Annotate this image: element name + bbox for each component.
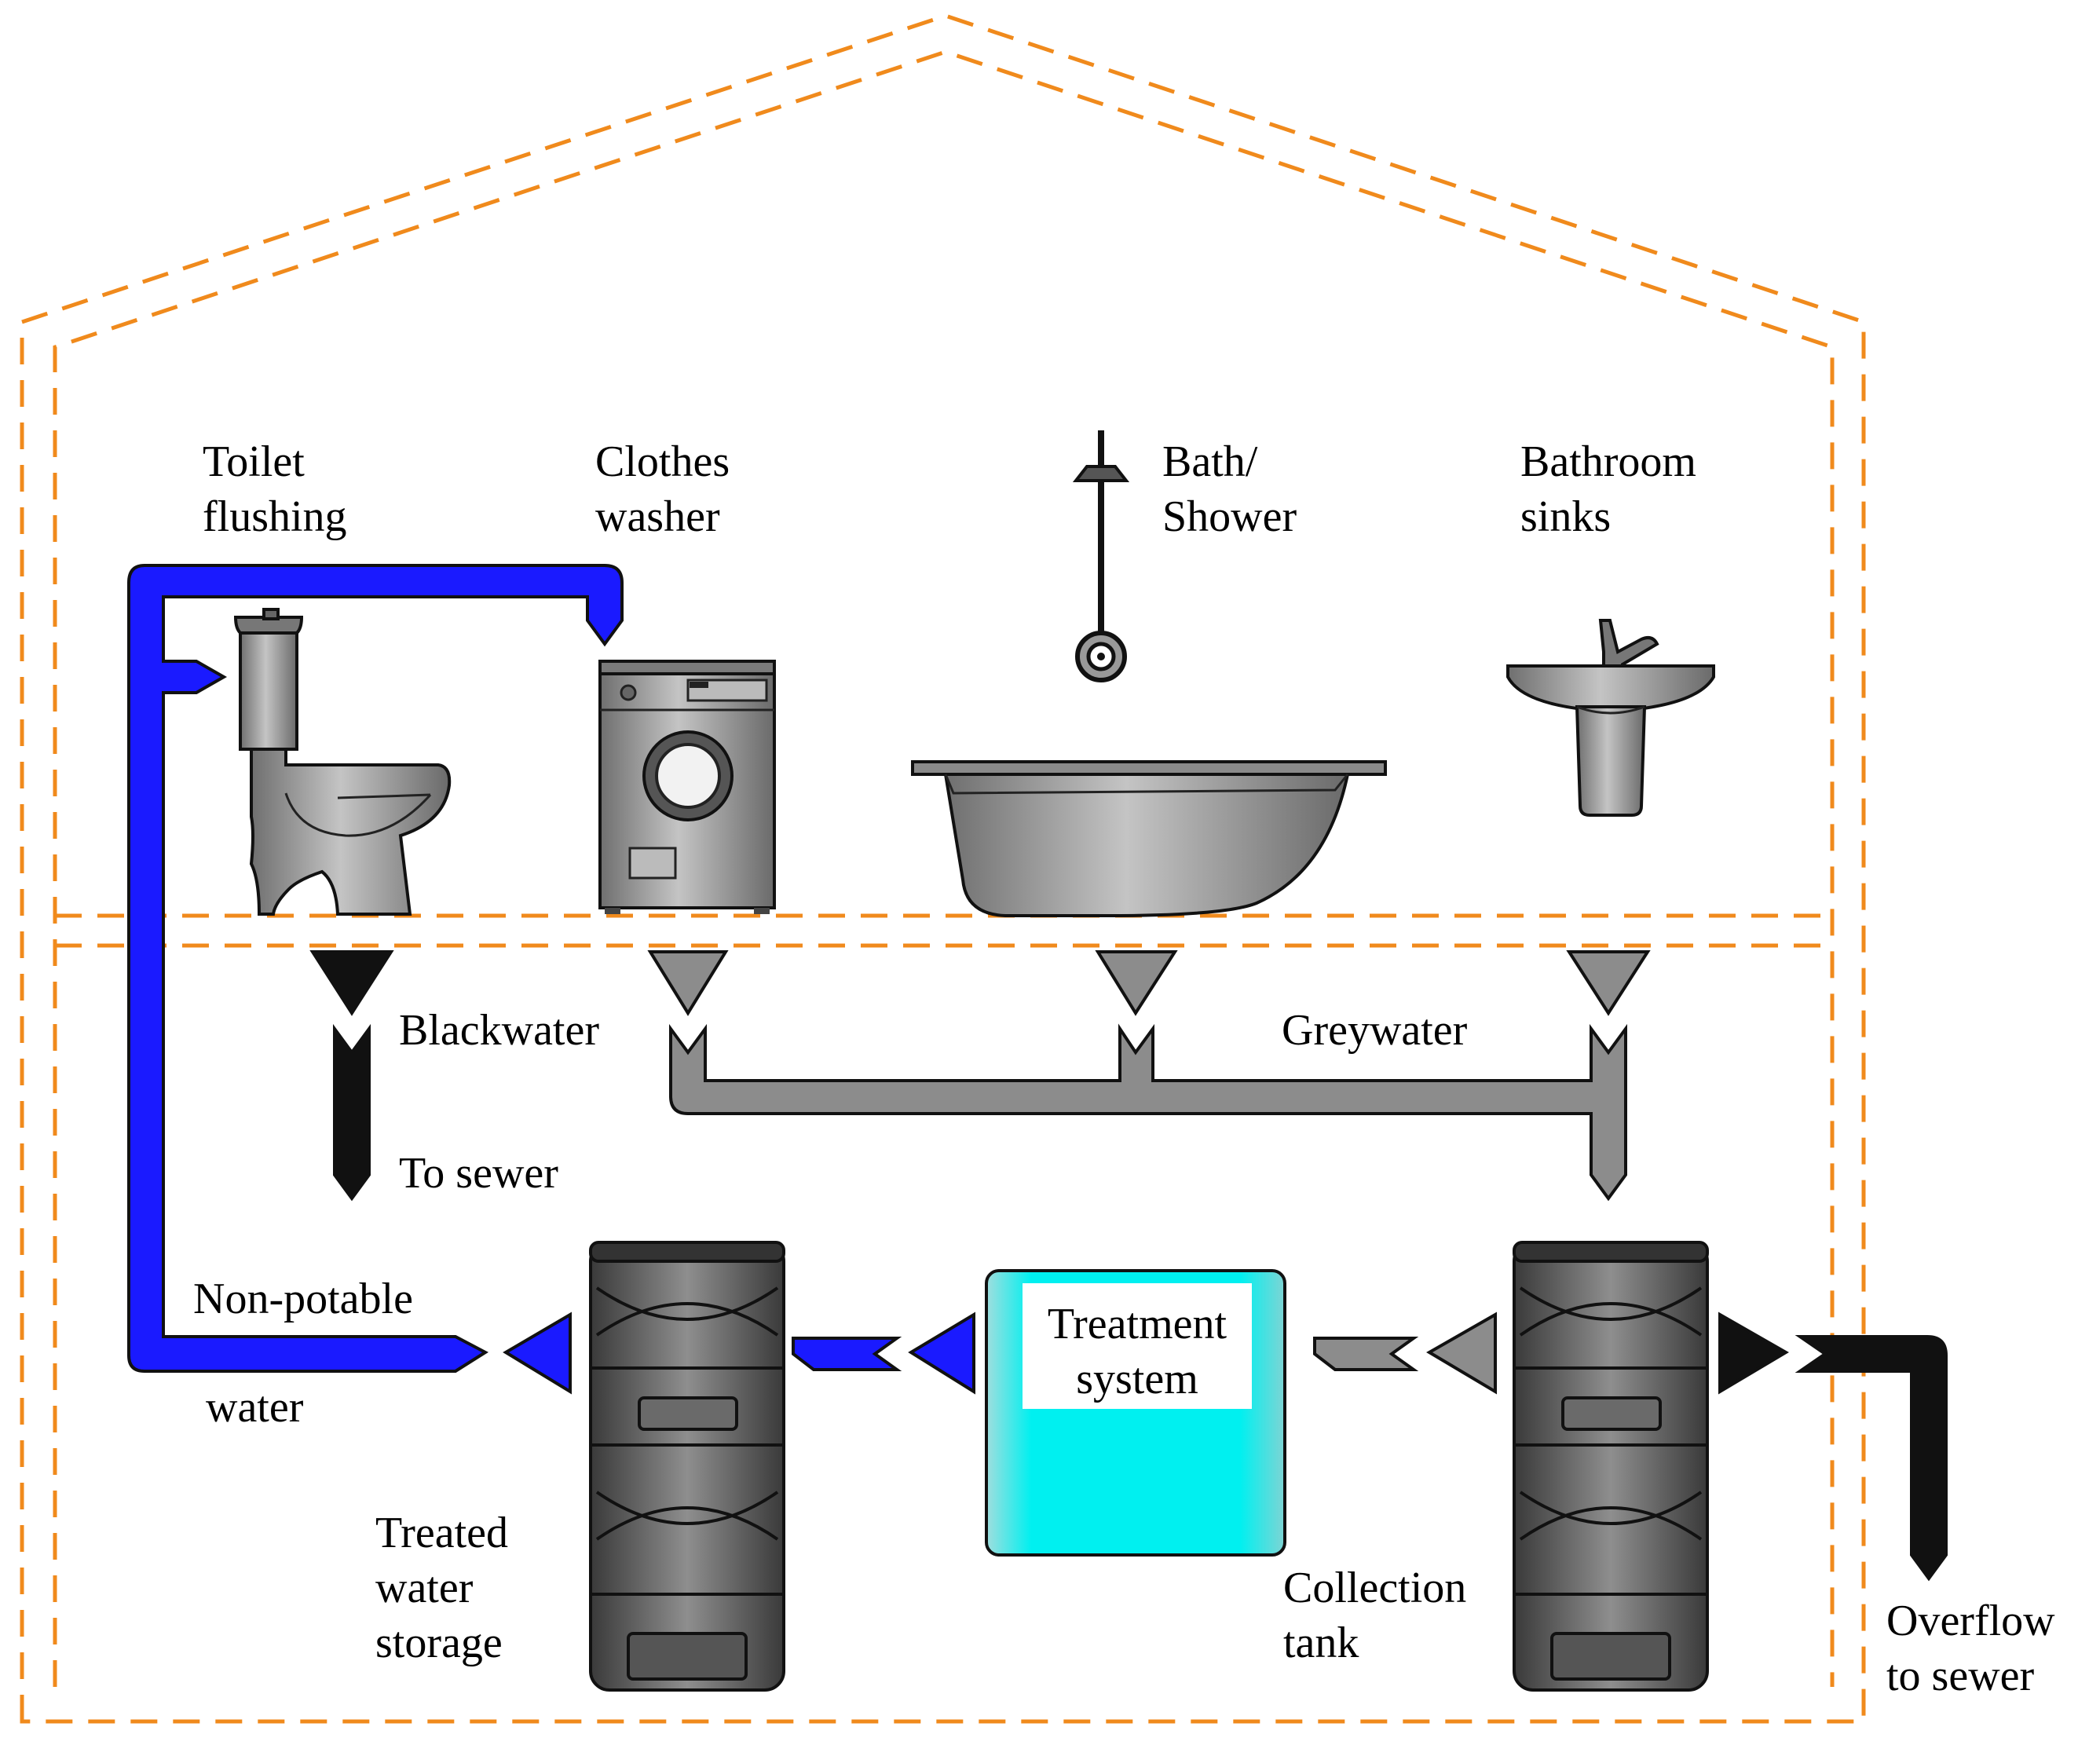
blackwater-drain xyxy=(309,950,394,1202)
toilet-icon xyxy=(233,608,452,916)
labels: Toilet flushing Clothes washer Bath/ Sho… xyxy=(193,437,2055,1700)
label-bath: Bath/ xyxy=(1162,437,1258,486)
label-toilet: flushing xyxy=(203,492,347,541)
label-treated-storage: water xyxy=(375,1564,474,1612)
label-treatment: system xyxy=(1076,1355,1198,1403)
bathtub-icon xyxy=(911,760,1387,917)
collection-tank xyxy=(1513,1241,1709,1692)
label-treated-storage: storage xyxy=(375,1619,503,1667)
label-collection-tank: tank xyxy=(1283,1619,1359,1667)
overflow-pipe xyxy=(1795,1335,1948,1582)
greywater-manifold xyxy=(647,950,1651,1202)
label-overflow: to sewer xyxy=(1886,1652,2035,1700)
label-collection-tank: Collection xyxy=(1283,1564,1466,1612)
label-non-potable: Non-potable xyxy=(193,1275,413,1323)
label-sinks: sinks xyxy=(1520,492,1611,541)
label-blackwater: Blackwater xyxy=(399,1006,599,1055)
label-greywater: Greywater xyxy=(1282,1006,1468,1055)
treatment-system xyxy=(985,1269,1286,1557)
non-potable-pipe xyxy=(127,564,624,1373)
label-washer: Clothes xyxy=(595,437,730,486)
label-washer: washer xyxy=(595,492,720,541)
label-toilet: Toilet xyxy=(203,437,305,486)
label-treatment: Treatment xyxy=(1048,1300,1227,1348)
flow-arrows xyxy=(503,1311,1789,1395)
treated-water-storage-tank xyxy=(589,1241,785,1692)
house-outline xyxy=(20,13,1866,1724)
shower-icon xyxy=(1072,430,1130,682)
label-to-sewer: To sewer xyxy=(399,1149,558,1198)
label-bath: Shower xyxy=(1162,492,1297,541)
label-treated-storage: Treated xyxy=(375,1509,508,1557)
bathroom-sink-icon xyxy=(1506,619,1715,817)
clothes-washer-icon xyxy=(598,660,776,914)
label-non-potable: water xyxy=(206,1383,304,1432)
label-overflow: Overflow xyxy=(1886,1597,2055,1645)
label-sinks: Bathroom xyxy=(1520,437,1696,486)
